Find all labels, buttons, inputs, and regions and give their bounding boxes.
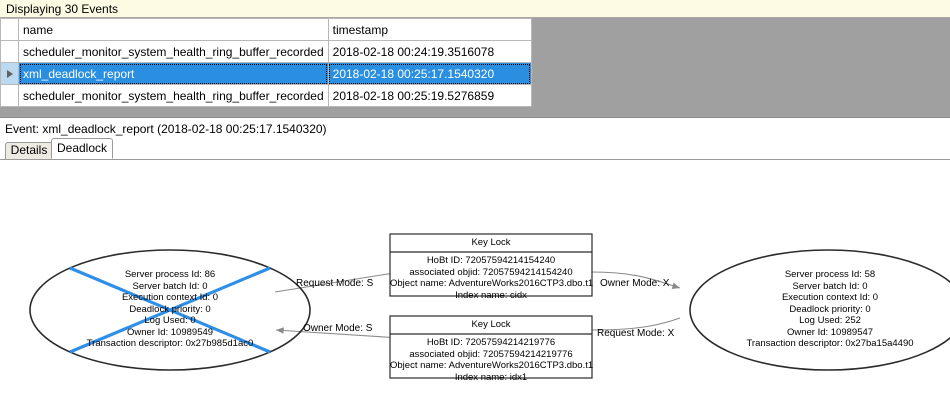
column-header-selector (0, 18, 19, 41)
process-right-line-1: Server process Id: 58 (784, 269, 876, 280)
edge-request-mode-x-tail (591, 317, 681, 331)
deadlock-graph-svg (29, 233, 950, 379)
resource-top-line-2: associated objid: 72057594214154240 (409, 266, 573, 278)
process-left-line-7: Transaction descriptor: 0x27b985d1ac0 (86, 338, 254, 349)
tab-deadlock[interactable]: Deadlock (51, 138, 113, 159)
resource-bottom-line-1: HoBt ID: 72057594214219776 (426, 337, 556, 348)
process-node-right-text: Server process Id: 58 Server batch Id: 0… (715, 269, 945, 350)
table-header-row: name timestamp (0, 18, 532, 41)
column-header-timestamp[interactable]: timestamp (327, 18, 532, 41)
edge-owner-mode-s (275, 327, 401, 339)
table-row-selected[interactable]: xml_deadlock_report 2018-02-18 00:25:17.… (0, 62, 532, 85)
edge-label-request-mode-x: Request Mode: X (597, 328, 675, 339)
event-header-text: Event: xml_deadlock_report (2018-02-18 0… (5, 122, 327, 136)
process-right-line-2: Server batch Id: 0 (792, 280, 868, 292)
edge-label-request-mode-s: Request Mode: S (296, 278, 374, 289)
cell-name[interactable]: xml_deadlock_report (18, 62, 329, 85)
tab-strip: Details Deadlock (0, 138, 950, 160)
edge-label-owner-mode-x: Owner Mode: X (600, 278, 670, 289)
cell-timestamp[interactable]: 2018-02-18 00:25:19.5276859 (327, 84, 532, 107)
row-selector-cell[interactable] (0, 62, 19, 85)
cell-name[interactable]: scheduler_monitor_system_health_ring_buf… (18, 40, 329, 63)
process-right-line-6: Owner Id: 10989547 (786, 326, 874, 338)
process-right-line-7: Transaction descriptor: 0x27ba15a4490 (746, 338, 914, 349)
process-left-line-4: Deadlock priority: 0 (129, 303, 211, 315)
resource-top-line-3: Object name: AdventureWorks2016CTP3.dbo.… (390, 278, 594, 289)
tab-details[interactable]: Details (5, 142, 53, 159)
process-right-line-3: Execution context Id: 0 (781, 292, 879, 303)
cell-timestamp[interactable]: 2018-02-18 00:24:19.3516078 (327, 40, 532, 63)
row-selector-cell[interactable] (0, 40, 19, 63)
process-left-line-1: Server process Id: 86 (124, 269, 216, 280)
process-node-left[interactable] (29, 249, 311, 371)
resource-bottom-line-4: Index name: idx1 (454, 371, 528, 383)
process-node-right[interactable] (689, 249, 950, 371)
event-header: Event: xml_deadlock_report (2018-02-18 0… (0, 120, 950, 138)
events-banner: Displaying 30 Events (0, 0, 950, 18)
resource-top-line-4: Index name: cidx (455, 289, 527, 301)
cell-name[interactable]: scheduler_monitor_system_health_ring_buf… (18, 84, 329, 107)
deadlock-graph-canvas[interactable]: Server process Id: 86 Server batch Id: 0… (0, 160, 950, 400)
edge-owner-mode-x (591, 271, 681, 289)
process-node-left-text: Server process Id: 86 Server batch Id: 0… (60, 269, 280, 350)
events-grid[interactable]: name timestamp scheduler_monitor_system_… (0, 18, 950, 136)
resource-node-bottom[interactable] (389, 315, 593, 379)
resource-top-title: Key Lock (471, 237, 511, 248)
process-right-line-5: Log Used: 252 (799, 315, 861, 326)
victim-cross-line-2 (69, 266, 271, 354)
process-left-line-6: Owner Id: 10989549 (126, 326, 214, 338)
resource-bottom-line-3: Object name: AdventureWorks2016CTP3.dbo.… (390, 360, 594, 371)
resource-top-body: HoBt ID: 72057594214154240 associated ob… (390, 255, 594, 301)
events-banner-text: Displaying 30 Events (6, 1, 119, 16)
process-right-line-4: Deadlock priority: 0 (789, 303, 871, 315)
edge-request-mode-s (274, 269, 401, 293)
edge-label-owner-mode-s: Owner Mode: S (303, 323, 373, 334)
row-selector-cell[interactable] (0, 84, 19, 107)
events-table: name timestamp scheduler_monitor_system_… (0, 18, 532, 107)
cell-timestamp[interactable]: 2018-02-18 00:25:17.1540320 (327, 62, 532, 85)
row-selector-arrow-icon (6, 70, 13, 79)
process-left-line-2: Server batch Id: 0 (132, 280, 208, 292)
process-left-line-5: Log Used: 0 (144, 315, 196, 326)
resource-bottom-line-2: associated objid: 72057594214219776 (409, 348, 573, 360)
resource-bottom-title: Key Lock (471, 319, 511, 330)
table-row[interactable]: scheduler_monitor_system_health_ring_buf… (0, 40, 532, 63)
resource-bottom-body: HoBt ID: 72057594214219776 associated ob… (390, 337, 594, 383)
table-row[interactable]: scheduler_monitor_system_health_ring_buf… (0, 84, 532, 107)
process-left-line-3: Execution context Id: 0 (121, 292, 219, 303)
column-header-name[interactable]: name (18, 18, 329, 41)
resource-node-top[interactable] (389, 233, 593, 297)
resource-top-line-1: HoBt ID: 72057594214154240 (426, 255, 556, 266)
